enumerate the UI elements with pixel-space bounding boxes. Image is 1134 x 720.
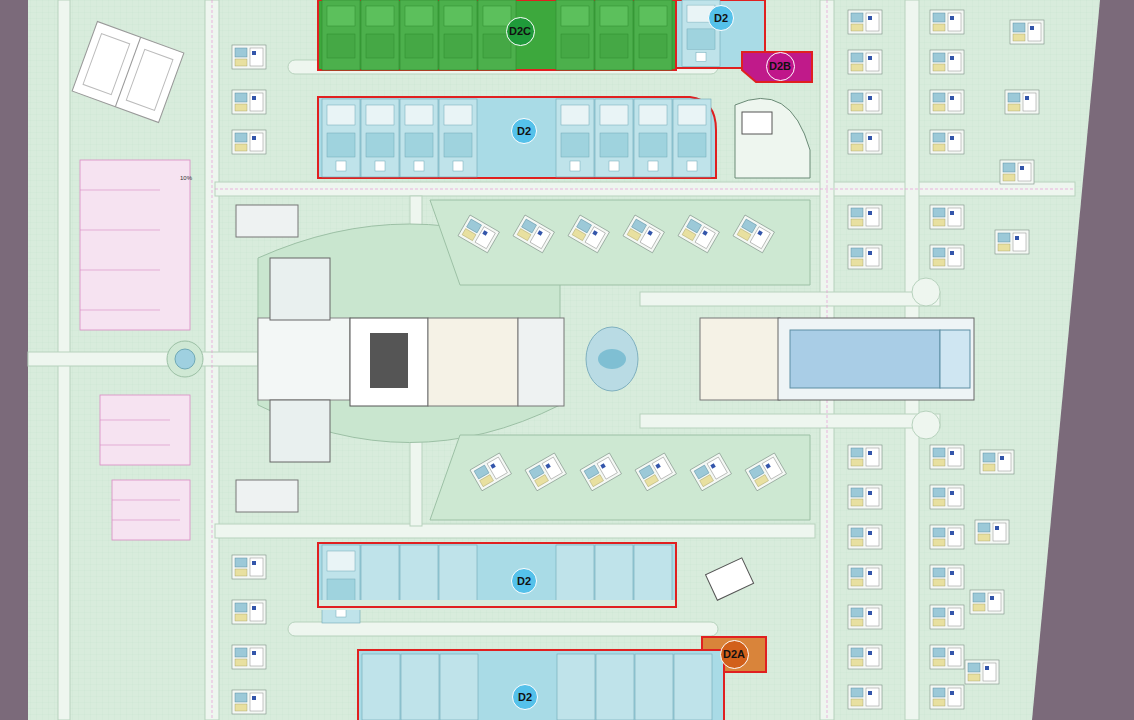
zone-code: D2B	[769, 61, 791, 72]
zone-badge: D2	[708, 5, 734, 31]
zone-code: D2A	[723, 649, 745, 660]
zone-code: D2	[714, 13, 728, 24]
zone-code: D2	[517, 126, 531, 137]
zone-code: D2	[518, 692, 532, 703]
zone-badge: D2C	[506, 17, 535, 46]
zone-code: D2	[517, 576, 531, 587]
grade-note: 10%	[180, 175, 192, 181]
zone-badge: D2B	[766, 52, 795, 81]
zone-badge: D2	[511, 568, 537, 594]
zone-badge: D2	[512, 684, 538, 710]
zone-badge: D2A	[720, 640, 749, 669]
zone-badge: D2	[511, 118, 537, 144]
zone-code: D2C	[509, 26, 531, 37]
